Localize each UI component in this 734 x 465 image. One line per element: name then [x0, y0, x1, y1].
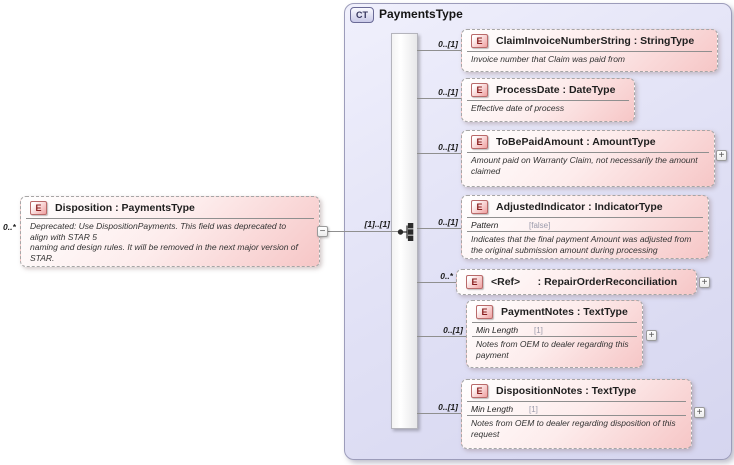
facet-value: [1] [534, 326, 543, 335]
element-icon: E [30, 201, 47, 215]
separator [467, 415, 686, 416]
expand-toggle-tobepaidamount[interactable]: + [716, 150, 727, 161]
element-box-tobepaidamount[interactable]: E ToBePaidAmount : AmountType Amount pai… [461, 130, 715, 187]
element-label: ProcessDate : DateType [496, 84, 616, 96]
complextype-title: PaymentsType [379, 7, 463, 21]
connector-line-processdate [417, 98, 461, 99]
cardinality-label: 0..[1] [438, 87, 458, 97]
element-label: ToBePaidAmount : AmountType [496, 136, 656, 148]
collapse-toggle-disposition[interactable]: − [317, 226, 328, 237]
complextype-badge-icon: CT [350, 7, 374, 23]
facet-name: Min Length [471, 404, 514, 414]
element-icon: E [471, 83, 488, 97]
element-annotation: Effective date of process [471, 103, 565, 113]
connector-line-ref [417, 282, 456, 283]
element-icon: E [476, 305, 493, 319]
separator [467, 401, 686, 402]
connector-line-tobepaidamount [417, 153, 461, 154]
element-icon: E [471, 200, 488, 214]
element-box-adjustedindicator[interactable]: E AdjustedIndicator : IndicatorType Patt… [461, 195, 709, 259]
connector-line-claiminvoicenumberstring [417, 50, 461, 51]
separator [472, 336, 637, 337]
element-icon: E [466, 275, 483, 289]
element-annotation: Amount paid on Warranty Claim, not neces… [471, 155, 698, 176]
expand-toggle-paymentnotes[interactable]: + [646, 330, 657, 341]
element-annotation: Invoice number that Claim was paid from [471, 54, 626, 64]
occurrence-label-sequence: [1]..[1] [364, 219, 391, 229]
separator [467, 152, 709, 153]
element-icon: E [471, 34, 488, 48]
facet-name: Min Length [476, 325, 519, 335]
element-box-ref[interactable]: E <Ref> : RepairOrderReconciliation [456, 269, 697, 295]
element-label: ClaimInvoiceNumberString : StringType [496, 35, 695, 47]
element-box-processdate[interactable]: E ProcessDate : DateType Effective date … [461, 78, 635, 122]
cardinality-label: 0..[1] [438, 217, 458, 227]
separator [467, 51, 712, 52]
separator [467, 231, 703, 232]
connector-line-paymentnotes [417, 336, 466, 337]
element-icon: E [471, 135, 488, 149]
cardinality-label: 0..[1] [438, 402, 458, 412]
connector-line-adjustedindicator [417, 228, 461, 229]
element-box-paymentnotes[interactable]: E PaymentNotes : TextType Min Length [1]… [466, 300, 643, 368]
separator [472, 322, 637, 323]
facet-row: Min Length [1] [462, 402, 691, 415]
element-annotation: Deprecated: Use DispositionPayments. Thi… [30, 221, 298, 263]
element-label: Disposition : PaymentsType [55, 202, 195, 214]
element-icon: E [471, 384, 488, 398]
element-label: AdjustedIndicator : IndicatorType [496, 201, 663, 213]
separator [26, 218, 314, 219]
expand-toggle-dispositionnotes[interactable]: + [694, 407, 705, 418]
element-box-claiminvoicenumberstring[interactable]: E ClaimInvoiceNumberString : StringType … [461, 29, 718, 72]
element-box-dispositionnotes[interactable]: E DispositionNotes : TextType Min Length… [461, 379, 692, 449]
element-annotation: Notes from OEM to dealer regarding this … [476, 339, 629, 360]
facet-name: Pattern [471, 220, 499, 230]
cardinality-label-disposition: 0..* [3, 222, 16, 232]
sequence-compositor-icon[interactable] [397, 222, 417, 242]
facet-value: [1] [529, 405, 538, 414]
connector-line-dispositionnotes [417, 413, 461, 414]
element-annotation: Notes from OEM to dealer regarding dispo… [471, 418, 676, 439]
element-box-disposition[interactable]: E Disposition : PaymentsType Deprecated:… [20, 196, 320, 267]
cardinality-label: 0..[1] [438, 39, 458, 49]
element-label: <Ref> : RepairOrderReconciliation [491, 276, 678, 288]
element-label: PaymentNotes : TextType [501, 306, 628, 318]
connector-line-root [328, 231, 399, 232]
facet-row: Pattern [false] [462, 218, 708, 231]
separator [467, 100, 629, 101]
element-annotation: Indicates that the final payment Amount … [471, 234, 692, 255]
facet-row: Min Length [1] [467, 323, 642, 336]
expand-toggle-ref[interactable]: + [699, 277, 710, 288]
element-label: DispositionNotes : TextType [496, 385, 637, 397]
facet-value: [false] [529, 221, 551, 230]
cardinality-label: 0..* [440, 271, 453, 281]
cardinality-label: 0..[1] [438, 142, 458, 152]
cardinality-label: 0..[1] [443, 325, 463, 335]
separator [467, 217, 703, 218]
